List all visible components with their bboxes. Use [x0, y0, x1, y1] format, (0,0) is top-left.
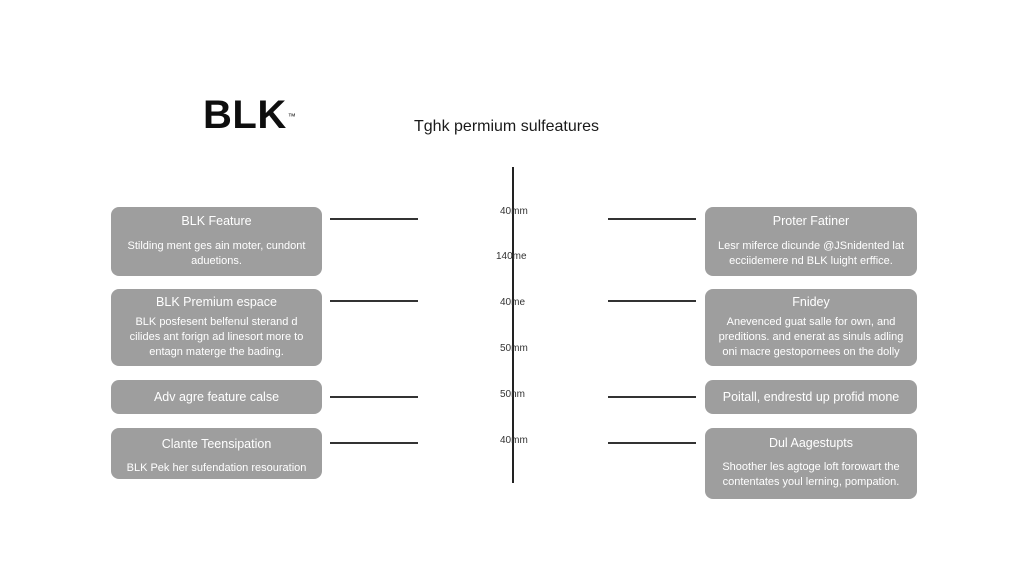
box-title: BLK Premium espace — [156, 295, 277, 309]
box-body: Shoother les agtoge loft forowart the co… — [722, 461, 900, 488]
right-connector — [608, 218, 696, 220]
left-connector — [330, 300, 418, 302]
left-feature-box-2: BLK Premium espace BLK posfesent belfenu… — [111, 289, 322, 366]
trademark-mark: ™ — [287, 112, 297, 121]
box-title: Proter Fatiner — [772, 214, 850, 228]
left-connector — [330, 396, 418, 398]
page-title: Tghk permium sulfeatures — [414, 118, 599, 135]
axis-tick-label: 40me — [500, 297, 526, 308]
right-feature-box-2: Fnidey Anevenced guat salle for own, and… — [705, 289, 917, 366]
right-feature-box-3: Poitall, endrestd up profid mone — [705, 380, 917, 414]
right-feature-box-1: Proter Fatiner Lesr miferce dicunde @JSn… — [705, 207, 917, 276]
box-body: Anevenced guat salle for own, and predit… — [718, 316, 904, 358]
axis-tick-label: 40mm — [500, 435, 528, 446]
left-feature-box-4: Clante Teensipation BLK Pek her sufendat… — [111, 428, 322, 479]
box-title: BLK Feature — [181, 214, 252, 228]
box-title: Poitall, endrestd up profid mone — [722, 390, 900, 404]
left-feature-box-3: Adv agre feature calse — [111, 380, 322, 414]
box-body: Stilding ment ges ain moter, cundont adu… — [127, 240, 306, 267]
box-title: Fnidey — [792, 295, 830, 309]
left-feature-box-1: BLK Feature Stilding ment ges ain moter,… — [111, 207, 322, 276]
axis-tick-label: 50mm — [500, 343, 528, 354]
axis-tick-label: 140me — [496, 251, 527, 262]
axis-tick-label: 40mm — [500, 206, 528, 217]
left-connector — [330, 442, 418, 444]
axis-tick-label: 50nm — [500, 389, 526, 400]
box-title: Dul Aagestupts — [768, 436, 854, 450]
box-body: BLK posfesent belfenul sterand d cilides… — [129, 316, 304, 358]
right-connector — [608, 300, 696, 302]
right-connector — [608, 396, 696, 398]
box-body: Lesr miferce dicunde @JSnidented lat ecc… — [717, 240, 905, 267]
box-title: Clante Teensipation — [161, 437, 272, 451]
logo-text: BLK — [203, 93, 287, 137]
box-title: Adv agre feature calse — [153, 390, 280, 404]
right-connector — [608, 442, 696, 444]
right-feature-box-4: Dul Aagestupts Shoother les agtoge loft … — [705, 428, 917, 499]
box-body: BLK Pek her sufendation resouration — [126, 462, 307, 474]
center-axis — [512, 167, 514, 483]
left-connector — [330, 218, 418, 220]
logo: BLK™ — [203, 93, 297, 137]
